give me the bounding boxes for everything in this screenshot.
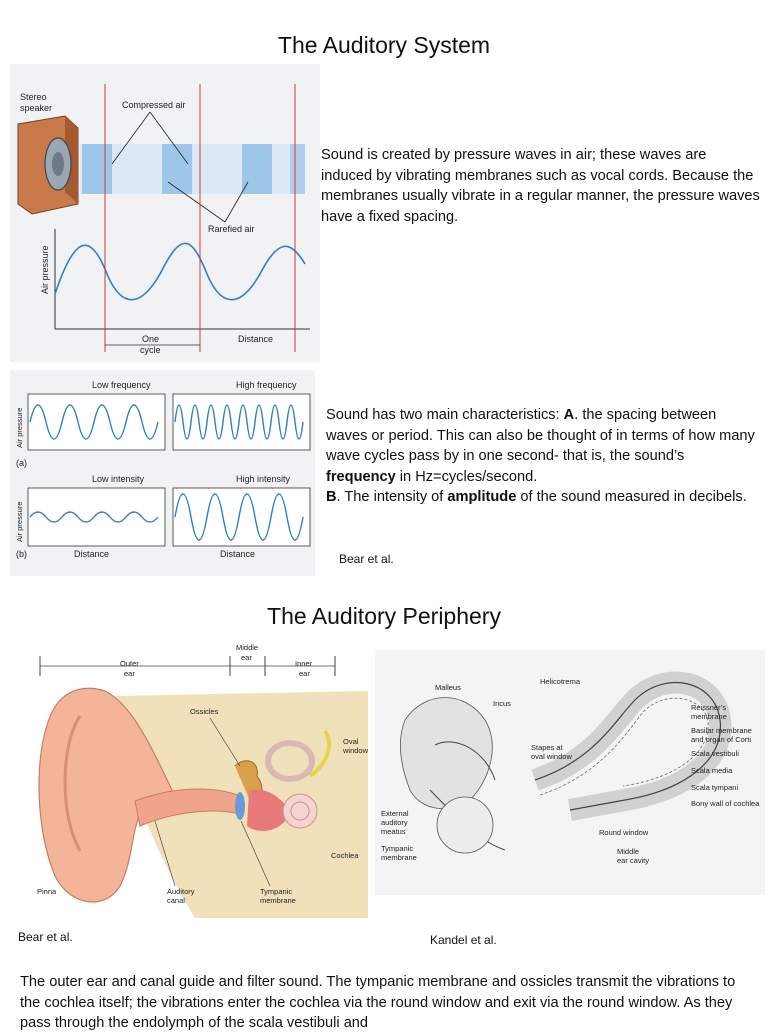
- meatus-label-1: External: [381, 809, 409, 818]
- distance-label-b-right: Distance: [220, 549, 255, 559]
- section-title-auditory-periphery: The Auditory Periphery: [267, 603, 501, 629]
- frequency-intensity-figure: Low frequency High frequency (a) Low int…: [10, 370, 315, 576]
- round-window-label: Round window: [599, 828, 649, 837]
- middle-ear-label-1: Middle: [236, 643, 258, 652]
- middle-ear-cavity-label-1: Middle: [617, 847, 639, 856]
- meatus-label-3: meatus: [381, 827, 406, 836]
- citation-bear-top: Bear et al.: [339, 552, 394, 566]
- low-frequency-label: Low frequency: [92, 380, 151, 390]
- panel-a-label: (a): [16, 458, 27, 468]
- air-pressure-axis-label: Air pressure: [40, 245, 50, 294]
- high-intensity-label: High intensity: [236, 474, 291, 484]
- tympanic-membrane-shape: [235, 792, 245, 820]
- stapes-label-1: Stapes at: [531, 743, 564, 752]
- middle-ear-cavity-label-2: ear cavity: [617, 856, 649, 865]
- scala-vestibuli-label: Scala vestibuli: [691, 749, 739, 758]
- oval-window-label-2: window: [342, 746, 368, 755]
- basilar-label-1: Basilar membrane: [691, 726, 752, 735]
- inner-ear-label-2: ear: [299, 669, 310, 678]
- low-intensity-label: Low intensity: [92, 474, 145, 484]
- reissner-label-2: membrane: [691, 712, 727, 721]
- high-frequency-label: High frequency: [236, 380, 297, 390]
- compressed-air-label: Compressed air: [122, 100, 186, 110]
- pressure-sine-wave: [54, 242, 306, 301]
- scala-media-label: Scala media: [691, 766, 733, 775]
- cochlea-shape: [282, 793, 318, 829]
- pinna-label: Pinna: [37, 887, 57, 896]
- citation-kandel: Kandel et al.: [430, 933, 497, 947]
- low-intensity-wave: [29, 511, 159, 523]
- high-intensity-wave: [174, 493, 304, 541]
- helicotrema-label: Helicotrema: [540, 677, 581, 686]
- middle-ear-bones: [400, 697, 493, 809]
- bony-wall-label: Bony wall of cochlea: [691, 799, 760, 808]
- tympanic-label-2: membrane: [381, 853, 417, 862]
- reissner-label-1: Reissner’s: [691, 703, 726, 712]
- incus-label: Incus: [493, 699, 511, 708]
- ear-anatomy-figure: Outer ear Middle ear Inner ear Ossicles …: [25, 636, 368, 918]
- sound-description-paragraph: Sound is created by pressure waves in ai…: [321, 147, 760, 225]
- one-cycle-label-1: One: [142, 334, 159, 344]
- tympanic-membrane-label-1: Tympanic: [260, 887, 292, 896]
- section-title-auditory-system: The Auditory System: [277, 32, 491, 58]
- high-frequency-wave: [174, 404, 304, 440]
- auditory-canal-label-2: canal: [167, 896, 185, 905]
- one-cycle-label-2: cycle: [140, 345, 161, 355]
- air-pressure-label-b: Air pressure: [15, 502, 24, 542]
- tympanic-label-1: Tympanic: [381, 844, 413, 853]
- ossicles-label: Ossicles: [190, 707, 219, 716]
- oval-window-label-1: Oval: [343, 737, 359, 746]
- speaker-icon: [17, 115, 79, 215]
- basilar-label-2: and organ of Corti: [691, 735, 751, 744]
- distance-label: Distance: [238, 334, 273, 344]
- cochlea-cross-section-figure: Helicotrema Malleus Incus Stapes at oval…: [375, 650, 765, 895]
- panel-b-label: (b): [16, 549, 27, 559]
- inner-ear-label-1: Inner: [295, 659, 313, 668]
- middle-ear-label-2: ear: [241, 653, 252, 662]
- distance-label-b-left: Distance: [74, 549, 109, 559]
- rarefied-air-label: Rarefied air: [208, 224, 255, 234]
- air-particle-band: [80, 144, 305, 194]
- scala-tympani-label: Scala tympani: [691, 783, 738, 792]
- air-pressure-label-a: Air pressure: [15, 408, 24, 448]
- low-frequency-wave: [29, 404, 159, 440]
- speaker-label-1: Stereo: [20, 92, 47, 102]
- citation-bear-bottom: Bear et al.: [18, 930, 73, 944]
- auditory-periphery-paragraph: The outer ear and canal guide and filter…: [20, 974, 736, 1031]
- stapes-label-2: oval window: [531, 752, 572, 761]
- pinna-shape: [38, 687, 176, 903]
- speaker-label-2: speaker: [20, 103, 52, 113]
- outer-ear-label-1: Outer: [120, 659, 139, 668]
- tympanic-membrane-label-2: membrane: [260, 896, 296, 905]
- meatus-label-2: auditory: [381, 818, 408, 827]
- pressure-wave-figure: Stereo speaker Compressed air Rarefied a…: [10, 64, 320, 362]
- outer-ear-label-2: ear: [124, 669, 135, 678]
- cochlea-label: Cochlea: [331, 851, 359, 860]
- auditory-canal-label-1: Auditory: [167, 887, 195, 896]
- malleus-label: Malleus: [435, 683, 461, 692]
- sound-characteristics-paragraph: Sound has two main characteristics: A. t…: [326, 407, 755, 505]
